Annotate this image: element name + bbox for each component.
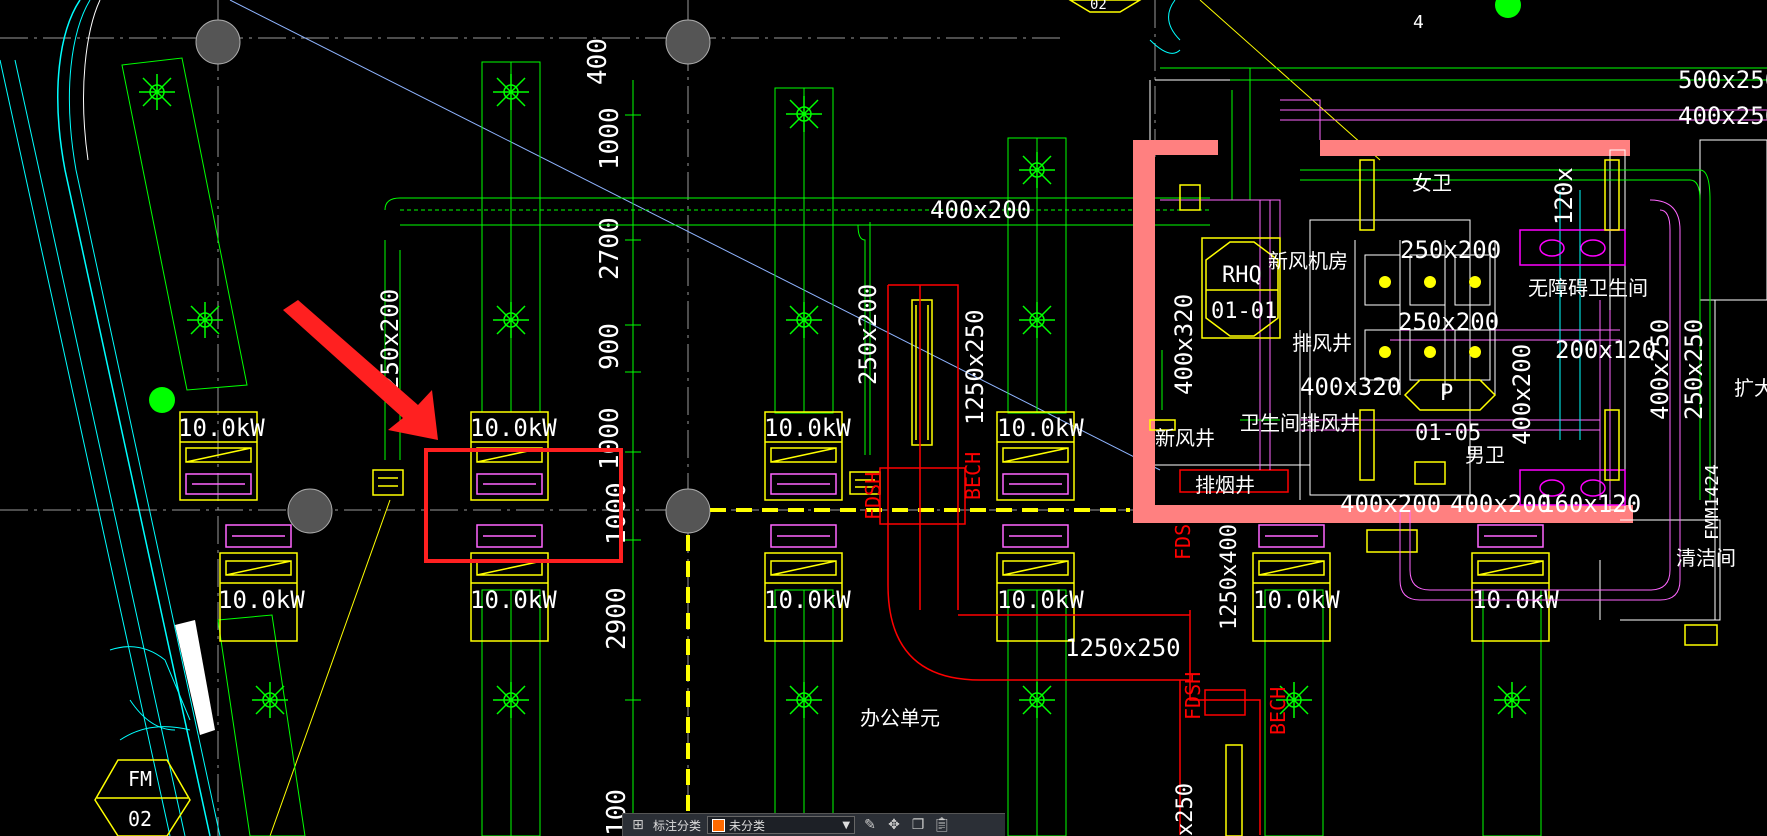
tag-p-code: 01-05 [1415,421,1481,446]
tag-fm-top: FM [128,767,152,791]
fcu-power-label: 10.0kW [470,586,557,614]
room-male: 男卫 [1465,443,1505,467]
fcu-power-label: 10.0kW [764,414,851,442]
paste-icon[interactable]: 📋︎ [933,817,951,833]
fcu-power-label: 10.0kW [1253,586,1340,614]
annotation-arrow-icon [283,300,438,440]
grid-bubbles [195,19,711,534]
dim-2900: 2900 [602,587,632,650]
copy-icon[interactable]: ❐ [911,817,925,833]
duct-label-x250-bottom: x250 [1173,783,1198,836]
duct-label-1250x250-h: 1250x250 [1065,634,1181,662]
curved-wall [0,0,221,836]
move-icon[interactable]: ✥ [888,817,900,833]
duct-label-400x250: 400x250 [1678,102,1767,130]
core-ducts [1160,67,1767,601]
reference-diagonal [229,0,1161,471]
dim-2700: 2700 [595,217,625,280]
toilet-fixtures [1354,159,1626,506]
grid-icon[interactable]: ⊞ [632,817,644,833]
fan-coil-units-lower [219,524,1550,642]
room-exhaust-shaft: 排风井 [1292,331,1352,355]
fcu-power-label: 10.0kW [764,586,851,614]
category-color-swatch [712,818,726,832]
room-fresh-air-room: 新风机房 [1268,249,1348,273]
diffusers [139,74,1530,718]
duct-label-250x250-v: 250x250 [1680,319,1708,420]
duct-label-250x200-room: 250x200 [1400,236,1501,264]
dim-400: 400 [583,38,613,85]
annotation-highlight [283,300,623,563]
duct-label-1250x400: 1250x400 [1217,524,1242,630]
fcu-power-label: 10.0kW [218,586,305,614]
green-marker-dot [149,387,175,413]
duct-label-200x120: 200x120 [1555,336,1656,364]
top-tag [1068,0,1142,13]
fcu-power-label: 10.0kW [470,414,557,442]
duct-label-250x200-b: 250x200 [854,284,882,385]
duct-label-1250x250-v: 1250x250 [961,309,989,425]
room-cleaning: 清洁间 [1676,546,1736,570]
category-select-value: 未分类 [729,818,766,833]
tag-fdsh-3: FDSH [1181,672,1205,720]
tag-bech-2: BECH [1266,687,1290,735]
duct-label-400x200-b2: 400x200 [1450,490,1551,518]
duct-label-400x250-v: 400x250 [1646,319,1674,420]
duct-label-400x200-v: 400x200 [1508,344,1536,445]
tag-p: P [1440,381,1453,406]
room-fresh-air-shaft: 新风井 [1155,426,1215,450]
duct-label-400x320-a: 400x320 [1170,294,1198,395]
category-select[interactable]: 未分类 ▼ [707,816,856,834]
room-office: 办公单元 [860,706,940,730]
tag-fm-bottom: 02 [128,807,152,831]
dim-1000-a: 1000 [595,107,625,170]
room-toilet-exhaust: 卫生间排风井 [1240,411,1360,435]
horizontal-duct [384,197,1210,460]
room-fire: 扩大前 [1734,376,1767,400]
room-smoke-shaft: 排烟井 [1195,473,1255,497]
room-accessible-toilet: 无障碍卫生间 [1528,276,1648,300]
dim-1000-c: 1000 [602,482,632,545]
selection-highlight-box [424,448,623,563]
yellow-diagonal [269,499,391,836]
edit-icon[interactable]: ✎ [864,817,876,833]
duct-label-400x200-b1: 400x200 [1340,490,1441,518]
duct-label-400x200: 400x200 [930,196,1031,224]
rhq-unit [1149,184,1281,431]
fcu-power-label: 10.0kW [178,414,265,442]
duct-label-500x250: 500x250 [1678,66,1767,94]
dimension-line [625,80,641,836]
tag-misc: 4 [1413,12,1424,33]
room-labels: 新风机房 排风井 新风井 卫生间排风井 排烟井 无障碍卫生间 女卫 男卫 办公单… [860,171,1767,730]
core-duct-labels: 500x250 400x250 250x200 250x200 200x120 … [1170,66,1767,518]
tag-fmm1424: FMM1424 [1702,464,1723,540]
smoke-ducts [879,284,1289,835]
toolbar-label: 标注分类 [653,818,702,833]
fan-coil-units-upper [179,411,1075,501]
tag-rhq-bottom: 01-01 [1211,299,1277,324]
tag-fdsh: FDSH [861,472,885,520]
annotation-category-toolbar: ⊞ 标注分类 未分类 ▼ ✎ ✥ ❐ 📋︎ [622,813,1005,836]
fcu-power-label: 10.0kW [997,586,1084,614]
tag-bech: BECH [961,452,985,500]
tag-top: 02 [1090,0,1107,13]
tag-rhq-top: RHQ [1222,263,1262,288]
yellow-dampers [372,299,1718,646]
duct-label-120x-v: 120x [1550,167,1578,225]
duct-label-400x320-b: 400x320 [1300,373,1401,401]
chevron-down-icon: ▼ [842,819,851,831]
green-marker-dot-top [1495,0,1521,18]
fcu-power-label: 10.0kW [997,414,1084,442]
dimension-texts: 400 1000 2700 900 1000 1000 2900 100 [583,38,632,836]
duct-label-160x120: 160x120 [1540,490,1641,518]
fm-tag [94,759,191,836]
dim-900: 900 [595,323,625,370]
room-female: 女卫 [1412,171,1452,195]
smoke-tags: FDSH BECH FDSH FDSH BECH [861,452,1290,735]
yellow-riser [1225,744,1243,836]
duct-label-250x200-room2: 250x200 [1398,308,1499,336]
duct-strips [121,57,1542,836]
